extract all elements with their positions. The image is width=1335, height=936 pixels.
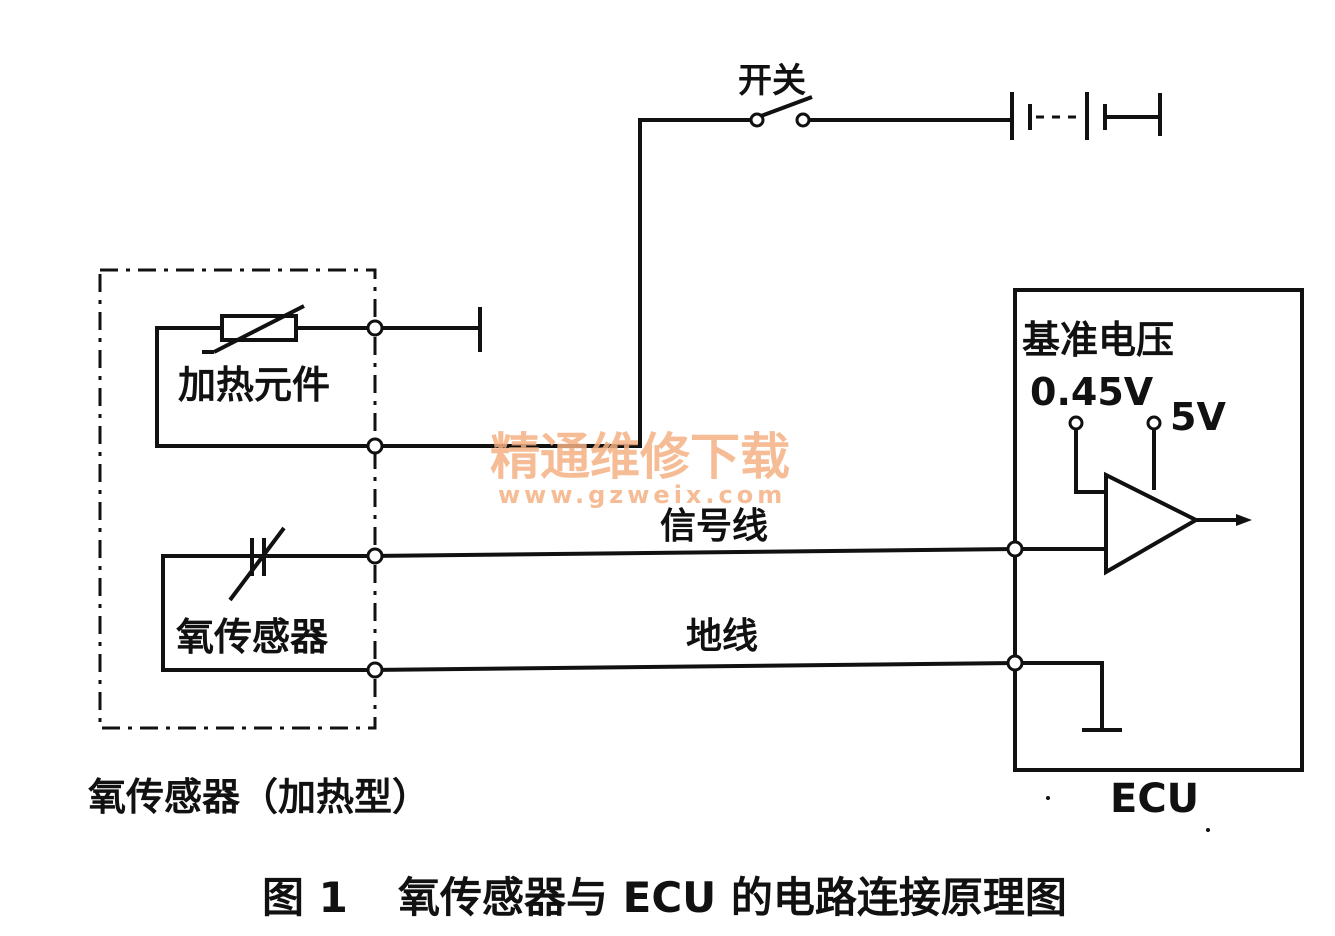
heater-label: 加热元件: [178, 363, 330, 407]
caption-text: 氧传感器与 ECU 的电路连接原理图: [398, 873, 1067, 922]
ground-wire: [374, 661, 1016, 672]
print-speck: [1046, 796, 1050, 800]
signal-wire-label: 信号线: [660, 506, 768, 547]
supply-5v-terminal: [1146, 415, 1162, 431]
ground-node: [366, 661, 384, 679]
ref-voltage-label: 基准电压: [1022, 318, 1174, 362]
switch-label: 开关: [738, 61, 806, 101]
comparator-triangle: [1104, 471, 1201, 576]
switch-right-contact: [795, 112, 811, 128]
sensor-type-label: 氧传感器（加热型）: [88, 775, 430, 819]
signal-wire: [374, 547, 1016, 558]
watermark-url: www.gzweix.com: [498, 481, 786, 509]
ecu-box: [1013, 288, 1304, 772]
signal-node: [366, 547, 384, 565]
heater-bottom-node: [366, 437, 384, 455]
comparator-output-arrow: [1236, 514, 1252, 526]
supply-5v-label: 5V: [1170, 395, 1226, 439]
switch-lever: [760, 95, 813, 118]
sensor-loop-wire: [161, 554, 375, 672]
ecu-label: ECU: [1110, 776, 1199, 822]
heater-feed-wire: [375, 118, 752, 448]
ecu-ground-wire: [1022, 661, 1104, 730]
ground-wire-label: 地线: [686, 616, 758, 657]
watermark-cn: 精通维修下载: [490, 428, 790, 486]
switch-left-contact: [749, 112, 765, 128]
print-speck-2: [1206, 828, 1210, 832]
ref-045v-wire: [1074, 429, 1106, 494]
ecu-signal-node: [1006, 540, 1024, 558]
sensor-slash: [228, 526, 286, 602]
heater-top-node: [366, 319, 384, 337]
heater-resistor-arrow: [213, 304, 305, 354]
sensor-label: 氧传感器: [176, 615, 329, 659]
ecu-ground-node: [1006, 654, 1024, 672]
sensor-housing-outline: [98, 268, 377, 730]
ref-045v-label: 0.45V: [1030, 370, 1154, 414]
ref-045v-terminal: [1068, 415, 1084, 431]
caption-number: 图 1: [262, 873, 348, 922]
heater-resistor: [220, 314, 298, 342]
